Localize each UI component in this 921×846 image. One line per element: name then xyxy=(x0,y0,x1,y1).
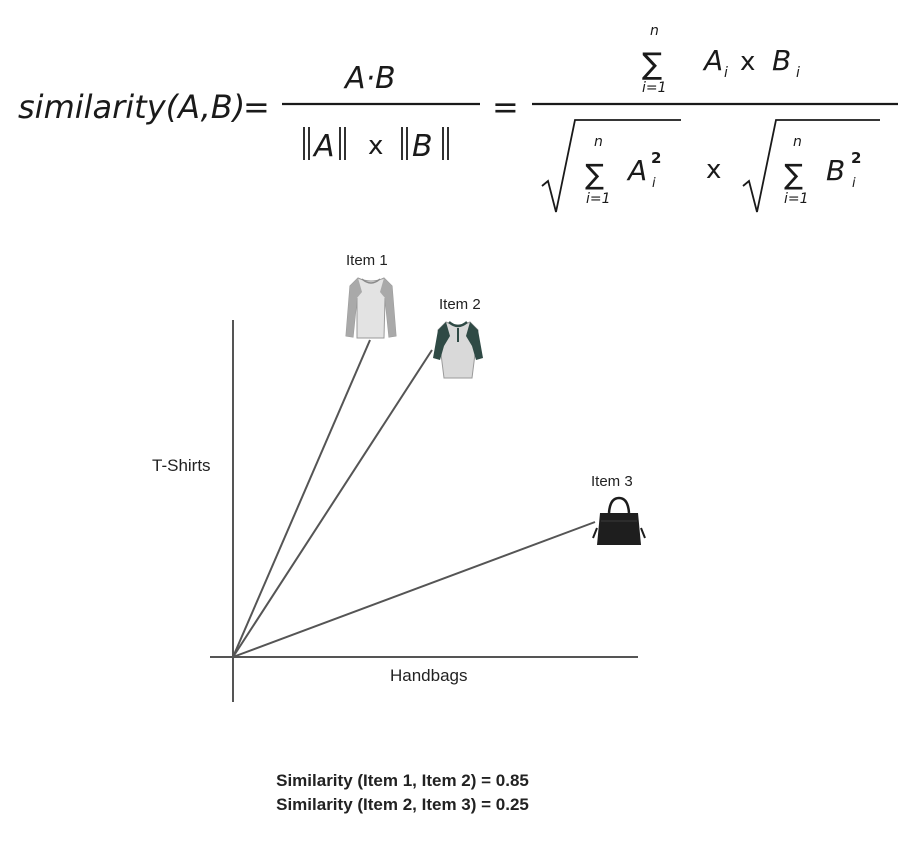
equals-sign-2: = xyxy=(492,88,519,126)
sum-b-upper: n xyxy=(793,134,802,150)
sum-b-lower: i=1 xyxy=(784,191,809,207)
denom-index-b: i xyxy=(852,176,856,191)
x-axis-label: Handbags xyxy=(390,666,468,685)
item-2-label: Item 2 xyxy=(439,296,481,313)
sum-upper-limit: n xyxy=(650,23,659,39)
denom-index-a: i xyxy=(652,176,656,191)
fraction-1-denominator: A x B xyxy=(303,127,449,164)
times-sign-3: x xyxy=(706,155,721,185)
henley-shirt-green-icon xyxy=(433,321,483,379)
sum-a-upper: n xyxy=(594,134,603,150)
vector-item-2 xyxy=(232,349,433,658)
term-b: B xyxy=(772,44,791,77)
sum-lower-limit: i=1 xyxy=(642,80,667,96)
power-b: 2 xyxy=(851,149,861,167)
raglan-shirt-grey-icon xyxy=(345,277,397,339)
index-b: i xyxy=(796,65,800,81)
times-sign-2: x xyxy=(740,47,755,77)
equals-sign-1: = xyxy=(243,88,270,126)
item-3-label: Item 3 xyxy=(591,473,633,490)
sum-symbol: ∑ xyxy=(642,47,662,82)
power-a: 2 xyxy=(651,149,661,167)
denom-term-b: B xyxy=(826,154,845,187)
vector-item-1 xyxy=(232,339,371,658)
norm-b-symbol: B xyxy=(412,129,433,164)
sum-a-lower: i=1 xyxy=(586,191,611,207)
index-a: i xyxy=(724,65,728,81)
times-sign-1: x xyxy=(368,131,383,161)
similarity-result-1: Similarity (Item 1, Item 2) = 0.85 xyxy=(276,771,529,790)
norm-a-symbol: A xyxy=(312,129,335,164)
handbag-black-icon xyxy=(592,496,646,545)
item-1-label: Item 1 xyxy=(346,252,388,269)
fraction-2-denominator: n ∑ i=1 A 2 i x n ∑ i=1 B 2 i xyxy=(541,119,880,213)
term-a: A xyxy=(702,44,723,77)
fraction-1-numerator: A·B xyxy=(343,61,396,96)
vector-diagram xyxy=(210,277,646,702)
fraction-2-numerator: n ∑ i=1 A i x B i xyxy=(642,23,800,96)
formula-lhs: similarity(A,B) xyxy=(18,88,245,126)
sqrt-sign-a xyxy=(541,119,681,213)
sum-a-symbol: ∑ xyxy=(585,158,604,191)
similarity-result-2: Similarity (Item 2, Item 3) = 0.25 xyxy=(276,795,529,814)
cosine-similarity-formula: similarity(A,B) = A·B A x B = n ∑ i=1 A … xyxy=(18,23,898,213)
denom-term-a: A xyxy=(626,154,647,187)
y-axis-label: T-Shirts xyxy=(152,456,211,475)
sum-b-symbol: ∑ xyxy=(784,158,803,191)
sqrt-sign-b xyxy=(742,119,880,213)
vector-item-3 xyxy=(232,521,596,658)
